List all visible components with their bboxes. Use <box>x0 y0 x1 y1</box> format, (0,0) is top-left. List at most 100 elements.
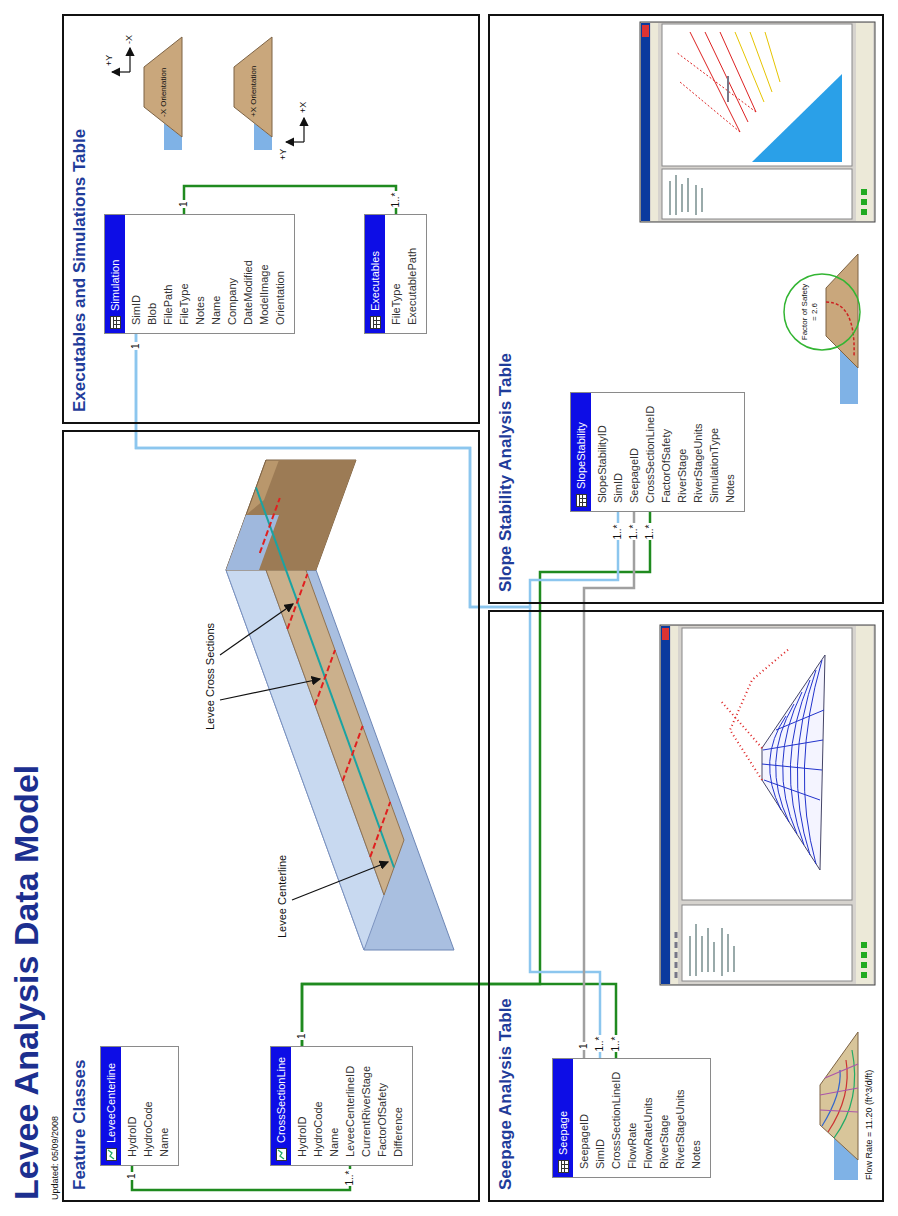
entity-table: SlopeStabilitySlopeStabilityIDSimIDSeepa… <box>570 392 745 512</box>
panel-heading: Seepage Analysis Table <box>496 998 516 1190</box>
field-name: Notes <box>688 1069 704 1169</box>
field-name: ExecutablePath <box>404 225 420 325</box>
annotation-label: Updated: 05/09/2008 <box>50 1116 60 1200</box>
field-name: Name <box>326 1057 342 1157</box>
entity-table: CrossSectionLineHydroIDHydroCodeNameLeve… <box>270 1046 413 1166</box>
orientation-sketches <box>112 37 304 150</box>
table-body: SlopeStabilityIDSimIDSeepageIDCrossSecti… <box>591 393 744 511</box>
field-name: FactorOfSafety <box>374 1057 390 1157</box>
table-name: SlopeStability <box>571 422 591 489</box>
field-name: SimID <box>128 225 144 325</box>
field-name: ModelImage <box>256 225 272 325</box>
field-name: HydroCode <box>140 1057 156 1157</box>
field-name: FactorOfSafety <box>658 403 674 503</box>
field-name: Notes <box>192 225 208 325</box>
panel-heading: Feature Classes <box>70 1060 90 1190</box>
entity-table: SimulationSimIDBlobFilePathFileTypeNotes… <box>104 214 295 334</box>
table-body: HydroIDHydroCodeName <box>121 1047 178 1165</box>
table-body: HydroIDHydroCodeNameLeveeCenterlineIDCur… <box>291 1047 412 1165</box>
relationship-connector <box>584 512 634 1058</box>
field-name: SlopeStabilityID <box>594 403 610 503</box>
panel-frame: Executables and Simulations Table Simulat… <box>62 14 480 424</box>
annotation-label: +X Orientation <box>249 66 258 117</box>
field-name: FlowRate <box>624 1069 640 1169</box>
table-icon <box>558 1160 569 1173</box>
relationship-connector <box>302 512 650 1046</box>
table-icon <box>576 494 587 507</box>
table-header: LeveeCenterline <box>101 1047 121 1165</box>
table-body: FileTypeExecutablePath <box>385 215 426 333</box>
circle-text: Factor of Safety = 2.6 <box>800 282 820 342</box>
relationship-connector <box>132 1166 350 1190</box>
field-name: CrossSectionLineID <box>608 1069 624 1169</box>
multiplicity-label: 1 <box>126 1172 138 1180</box>
table-body: SeepageIDSimIDCrossSectionLineIDFlowRate… <box>573 1059 710 1177</box>
table-name: CrossSectionLine <box>271 1057 291 1143</box>
field-name: DateModified <box>240 225 256 325</box>
feature-class-icon <box>276 1148 287 1161</box>
panel-frame: Feature ClassesLeveeCenterlineHydroIDHyd… <box>62 430 480 1202</box>
field-name: FileType <box>176 225 192 325</box>
field-name: Name <box>208 225 224 325</box>
field-name: Difference <box>390 1057 406 1157</box>
field-name: RiverStageUnits <box>672 1069 688 1169</box>
field-name: Notes <box>722 403 738 503</box>
table-header: SlopeStability <box>571 393 591 511</box>
field-name: RiverStage <box>674 403 690 503</box>
multiplicity-label: 1..* <box>390 191 402 208</box>
multiplicity-label: 1 <box>130 342 142 350</box>
field-name: HydroCode <box>310 1057 326 1157</box>
panel-frame: Slope Stability Analysis TableSlopeStabi… <box>488 14 884 604</box>
annotation-label: Levee Centerline <box>276 855 289 938</box>
multiplicity-label: 1 <box>296 1032 308 1040</box>
table-icon <box>370 316 381 329</box>
field-name: HydroID <box>124 1057 140 1157</box>
field-name: SimID <box>610 403 626 503</box>
multiplicity-label: 1..* <box>594 1035 606 1052</box>
diagram-title: Levee Analysis Data Model <box>6 765 46 1200</box>
field-name: SimID <box>592 1069 608 1169</box>
multiplicity-label: 1 <box>578 1042 590 1050</box>
annotation-label: -X Orientation <box>159 68 168 117</box>
field-name: Blob <box>144 225 160 325</box>
table-name: LeveeCenterline <box>101 1063 121 1143</box>
annotation-label: +X <box>298 102 308 113</box>
field-name: CrossSectionLineID <box>642 403 658 503</box>
table-name: Executables <box>365 251 385 311</box>
relationship-connector <box>136 334 618 607</box>
multiplicity-label: 1 <box>178 200 190 208</box>
relationship-connector <box>136 334 600 1058</box>
table-name: Simulation <box>105 260 125 311</box>
panel-heading: Executables and Simulations Table <box>70 129 90 412</box>
table-header: Executables <box>365 215 385 333</box>
field-name: FilePath <box>160 225 176 325</box>
field-name: Orientation <box>272 225 288 325</box>
table-header: Seepage <box>553 1059 573 1177</box>
table-header: CrossSectionLine <box>271 1047 291 1165</box>
multiplicity-label: 1..* <box>644 523 656 540</box>
annotation-label: Flow Rate = 11.20 (ft^3/d/ft) <box>864 1070 874 1180</box>
feature-class-icon <box>106 1148 117 1161</box>
entity-table: ExecutablesFileTypeExecutablePath <box>364 214 427 334</box>
annotation-label: Levee Cross Sections <box>204 623 217 730</box>
panel-frame: Seepage Analysis TableSeepageSeepageIDSi… <box>488 610 884 1202</box>
factor-circle: Factor of Safety = 2.6 <box>782 272 862 352</box>
slope-pictures <box>640 22 875 404</box>
entity-table: SeepageSeepageIDSimIDCrossSectionLineIDF… <box>552 1058 711 1178</box>
field-name: RiverStage <box>656 1069 672 1169</box>
table-name: Seepage <box>553 1111 573 1155</box>
relationship-connector <box>184 186 396 214</box>
multiplicity-label: 1..* <box>612 523 624 540</box>
field-name: HydroID <box>294 1057 310 1157</box>
field-name: Company <box>224 225 240 325</box>
field-name: RiverStageUnits <box>690 403 706 503</box>
annotation-label: +Y <box>104 55 114 66</box>
field-name: SeepageID <box>576 1069 592 1169</box>
table-icon <box>110 316 121 329</box>
table-body: SimIDBlobFilePathFileTypeNotesNameCompan… <box>125 215 294 333</box>
field-name: LeveeCenterlineID <box>342 1057 358 1157</box>
levee-illustration <box>220 460 454 950</box>
annotation-label: -X <box>124 35 134 44</box>
